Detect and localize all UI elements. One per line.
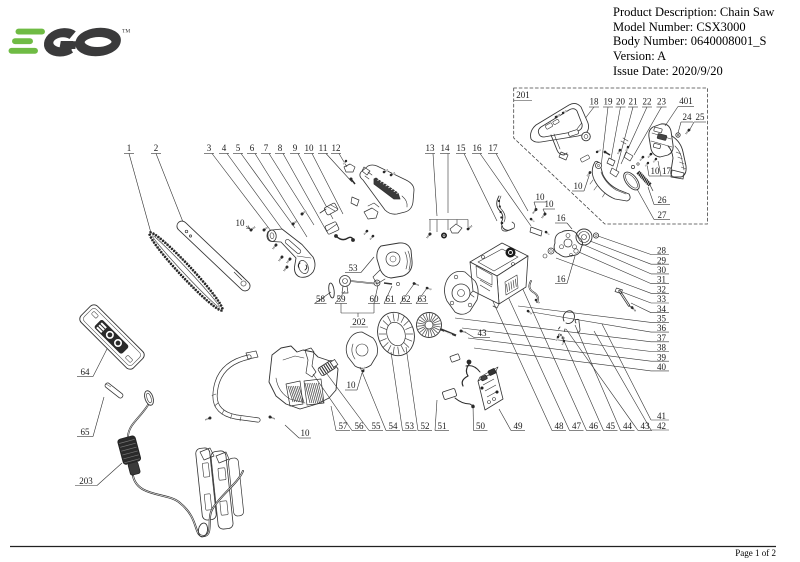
svg-text:39: 39 [657, 352, 667, 362]
svg-text:10: 10 [651, 166, 661, 176]
svg-text:22: 22 [643, 97, 652, 107]
svg-text:10: 10 [545, 199, 555, 209]
svg-text:37: 37 [657, 333, 667, 343]
svg-text:20: 20 [616, 97, 626, 107]
svg-text:23: 23 [657, 97, 667, 107]
svg-text:13: 13 [426, 143, 436, 153]
svg-text:8: 8 [278, 143, 283, 153]
svg-text:5: 5 [236, 143, 241, 153]
svg-text:7: 7 [264, 143, 269, 153]
svg-text:TM: TM [122, 29, 130, 35]
svg-text:38: 38 [657, 343, 667, 353]
svg-text:1: 1 [127, 143, 132, 153]
svg-text:401: 401 [679, 96, 693, 106]
svg-text:29: 29 [657, 255, 667, 265]
svg-text:57: 57 [339, 421, 349, 431]
svg-text:41: 41 [657, 411, 666, 421]
svg-text:6: 6 [250, 143, 255, 153]
svg-text:10: 10 [236, 218, 246, 228]
svg-text:54: 54 [389, 421, 399, 431]
svg-text:25: 25 [696, 112, 706, 122]
svg-text:10: 10 [301, 428, 311, 438]
svg-text:18: 18 [590, 97, 600, 107]
svg-text:10: 10 [347, 380, 357, 390]
svg-text:63: 63 [418, 294, 428, 304]
svg-text:28: 28 [657, 246, 667, 256]
svg-text:46: 46 [589, 421, 599, 431]
svg-text:36: 36 [657, 323, 667, 333]
svg-text:45: 45 [606, 421, 616, 431]
svg-text:17: 17 [662, 166, 672, 176]
svg-text:55: 55 [372, 421, 382, 431]
svg-text:43: 43 [478, 328, 488, 338]
svg-text:35: 35 [657, 313, 667, 323]
svg-text:44: 44 [623, 421, 633, 431]
svg-text:53: 53 [349, 263, 359, 273]
svg-text:50: 50 [476, 421, 486, 431]
svg-text:15: 15 [457, 143, 467, 153]
svg-text:16: 16 [557, 274, 567, 284]
svg-text:2: 2 [154, 143, 159, 153]
svg-text:34: 34 [657, 304, 667, 314]
svg-text:53: 53 [405, 421, 415, 431]
svg-text:42: 42 [657, 421, 666, 431]
svg-text:19: 19 [604, 97, 614, 107]
svg-text:32: 32 [657, 284, 666, 294]
svg-text:10: 10 [574, 181, 584, 191]
svg-text:3: 3 [207, 143, 212, 153]
svg-text:202: 202 [352, 317, 366, 327]
svg-text:16: 16 [473, 143, 483, 153]
svg-text:64: 64 [81, 367, 91, 377]
svg-text:47: 47 [572, 421, 582, 431]
svg-text:40: 40 [657, 362, 667, 372]
svg-text:60: 60 [370, 294, 380, 304]
svg-text:14: 14 [441, 143, 451, 153]
svg-text:24: 24 [683, 112, 693, 122]
svg-text:21: 21 [629, 97, 638, 107]
svg-text:203: 203 [79, 476, 93, 486]
svg-text:10: 10 [536, 192, 546, 202]
svg-text:31: 31 [657, 275, 666, 285]
svg-text:201: 201 [516, 90, 530, 100]
svg-text:16: 16 [557, 213, 567, 223]
svg-text:65: 65 [81, 427, 91, 437]
svg-text:56: 56 [355, 421, 365, 431]
svg-text:30: 30 [657, 265, 667, 275]
svg-text:12: 12 [332, 143, 341, 153]
svg-text:10: 10 [305, 143, 315, 153]
svg-text:52: 52 [421, 421, 430, 431]
svg-text:49: 49 [514, 421, 524, 431]
svg-text:9: 9 [293, 143, 298, 153]
svg-text:17: 17 [489, 143, 499, 153]
svg-text:26: 26 [658, 195, 668, 205]
svg-text:43: 43 [641, 421, 651, 431]
svg-text:61: 61 [386, 294, 395, 304]
svg-text:51: 51 [438, 421, 447, 431]
svg-text:33: 33 [657, 294, 667, 304]
svg-text:4: 4 [222, 143, 227, 153]
svg-text:62: 62 [402, 294, 411, 304]
svg-text:59: 59 [337, 294, 347, 304]
svg-text:11: 11 [319, 143, 328, 153]
svg-text:48: 48 [555, 421, 565, 431]
svg-text:27: 27 [658, 210, 668, 220]
